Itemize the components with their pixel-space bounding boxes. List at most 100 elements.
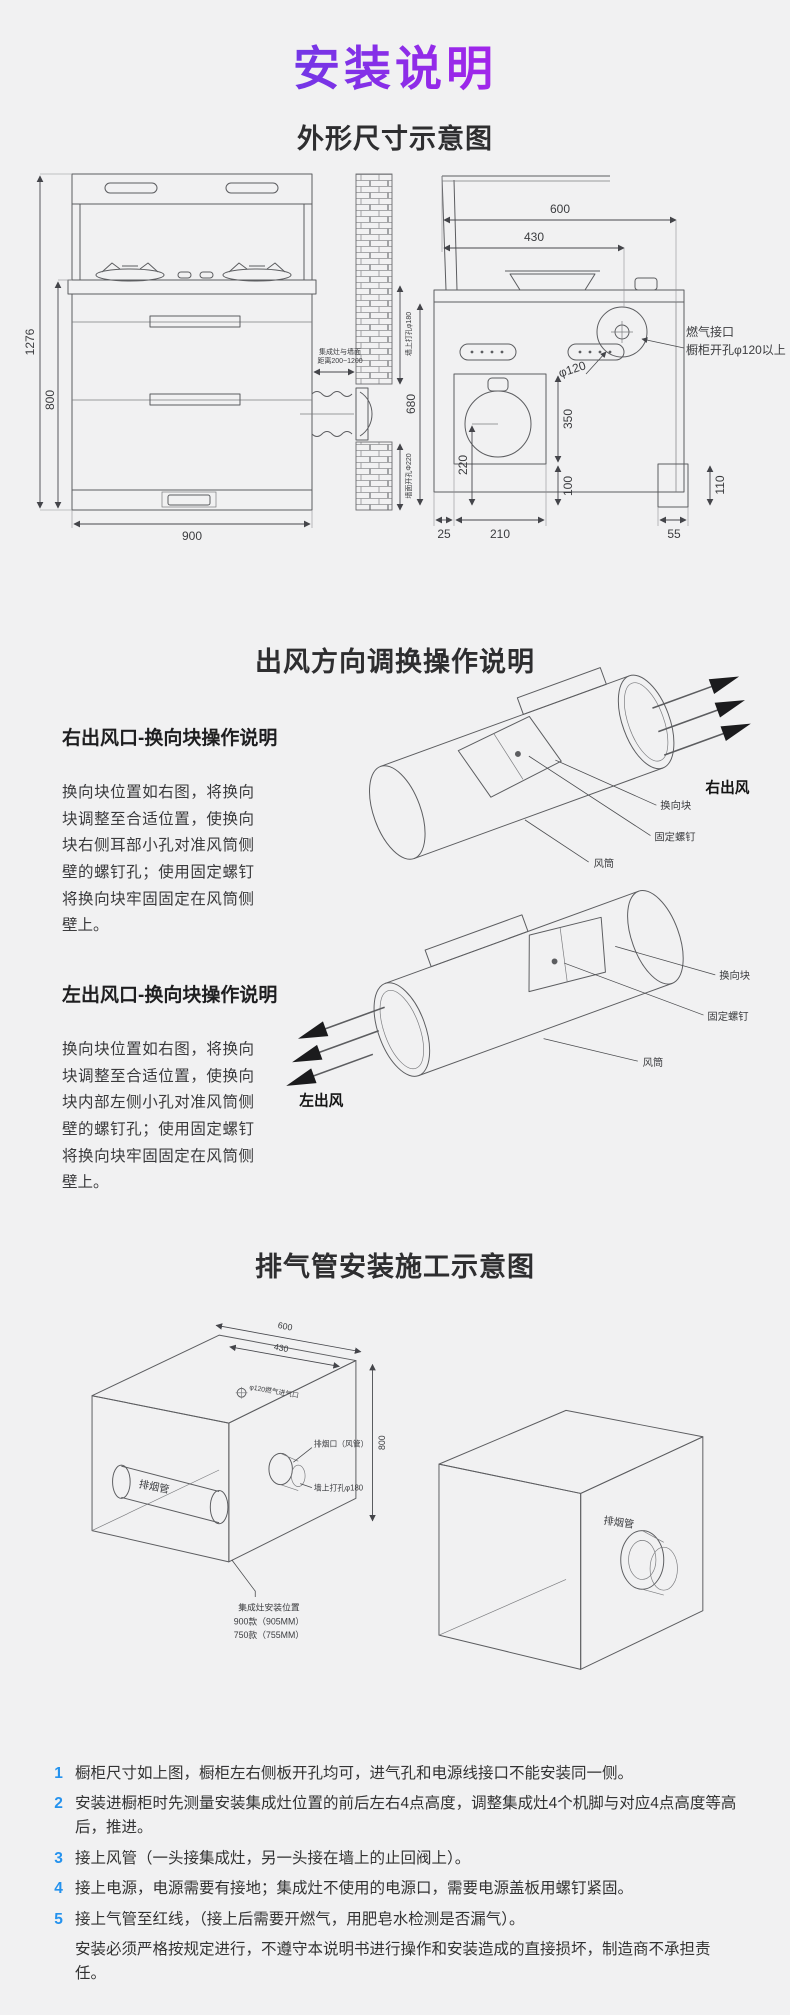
- airflow-arrow-icon: [652, 676, 740, 709]
- instruction-text: 接上风管（一头接集成灶，另一头接在墙上的止回阀上）。: [75, 1849, 471, 1867]
- diverter-block: [528, 916, 606, 993]
- right-outlet-row: 右出风口-换向块操作说明 换向块位置如右图，将换向块调整至合适位置，使换向块右侧…: [0, 667, 790, 940]
- right-outlet-text: 右出风口-换向块操作说明 换向块位置如右图，将换向块调整至合适位置，使换向块右侧…: [62, 723, 278, 940]
- instruction-item: 5 接上气管至红线，（接上后需要开燃气，用肥皂水检测是否漏气）。: [51, 1908, 739, 1932]
- wall-hole-annotations: 墙上打孔φ180 墙面开孔Φ220: [396, 285, 413, 511]
- right-cabinet: 排烟管: [438, 1409, 704, 1670]
- instruction-text: 橱柜尺寸如上图，橱柜左右侧板开孔均可，进气孔和电源线接口不能安装同一侧。: [75, 1764, 634, 1782]
- section-heading-duct: 排气管安装施工示意图: [255, 1251, 535, 1282]
- duct-fig-top-dims: 600 430 φ120燃气进气口: [215, 1320, 362, 1400]
- right-outlet-direction-label: 右出风: [705, 778, 749, 796]
- airflow-arrows-right: [652, 676, 751, 756]
- gas-port: [596, 306, 648, 358]
- left-outlet-text: 左出风口-换向块操作说明 换向块位置如右图，将换向块调整至合适位置，使换向块内部…: [62, 980, 278, 1197]
- duct-check-valve: [300, 387, 373, 441]
- exhaust-pipe-left: [112, 1464, 229, 1525]
- side-view-dims: 600 430 φ120 燃气接口 橱柜开孔φ120以上 680 350 100…: [404, 176, 786, 541]
- instruction-item: 3 接上风管（一头接集成灶，另一头接在墙上的止回阀上）。: [51, 1847, 739, 1871]
- instruction-number: 1: [54, 1764, 63, 1782]
- instruction-item: 1 橱柜尺寸如上图，橱柜左右侧板开孔均可，进气孔和电源线接口不能安装同一侧。: [51, 1762, 739, 1786]
- dim-800-label: 800: [43, 390, 57, 410]
- section-heading-dimensions: 外形尺寸示意图: [297, 124, 493, 154]
- instruction-number: 2: [54, 1795, 63, 1813]
- airflow-arrow-icon: [286, 1053, 374, 1086]
- wall-hole-lower-label: 墙面开孔Φ220: [404, 453, 413, 498]
- burner-right: [222, 262, 292, 282]
- dim-total-height: 1276: [23, 173, 72, 511]
- instruction-item: 2 安装进橱柜时先测量安装集成灶位置的前后左右4点高度，调整集成灶4个机脚与对应…: [51, 1792, 739, 1839]
- fixing-screw-label: 固定螺钉: [707, 1010, 748, 1023]
- section-heading-airflow: 出风方向调换操作说明: [255, 647, 535, 677]
- instruction-number: 4: [54, 1880, 63, 1898]
- wall-gap-label-2: 距离200~1200: [317, 356, 362, 365]
- wall-hole-label: 墙上打孔φ180: [314, 1482, 364, 1492]
- rear-foot: [657, 463, 689, 508]
- side-view: [433, 175, 689, 508]
- dim-900-label: 900: [182, 529, 202, 543]
- instruction-text: 安装进橱柜时先测量安装集成灶位置的前后左右4点高度，调整集成灶4个机脚与对应4点…: [75, 1795, 737, 1836]
- dim-width: 900: [71, 510, 313, 543]
- instruction-text: 接上电源，电源需要有接地；集成灶不使用的电源口，需要电源盖板用螺钉紧固。: [75, 1880, 634, 1898]
- front-view: [67, 173, 317, 511]
- figure-outline-dimensions: 1276 800 900 集成灶与墙面 距: [23, 173, 786, 543]
- left-cabinet: 排烟管: [91, 1334, 357, 1563]
- left-outlet-subheading: 左出风口-换向块操作说明: [62, 984, 278, 1006]
- duct-fig-side-annotations: 排烟口（风管） 墙上打孔φ180 800: [293, 1363, 387, 1522]
- exhaust-pipe-right: [620, 1529, 678, 1596]
- left-outlet-direction-label: 左出风: [298, 1091, 343, 1109]
- outlet-hole: [268, 1452, 293, 1486]
- fixing-screw-label: 固定螺钉: [654, 830, 695, 843]
- vent-slots: [459, 343, 625, 361]
- dim-680-label: 680: [404, 394, 418, 414]
- instruction-number: 5: [54, 1910, 63, 1928]
- instruction-note: 安装必须严格按规定进行，不遵守本说明书进行操作和安装造成的直接损坏，制造商不承担…: [75, 1941, 711, 1982]
- pipe-left-label: 排烟管: [138, 1477, 171, 1496]
- gas-port-label-2: 橱柜开孔φ120以上: [686, 343, 786, 357]
- airflow-arrow-icon: [297, 1006, 385, 1039]
- dim-110-label: 110: [713, 475, 727, 494]
- instruction-item: 4 接上电源，电源需要有接地；集成灶不使用的电源口，需要电源盖板用螺钉紧固。: [51, 1877, 739, 1901]
- page-title: 安装说明: [0, 0, 790, 99]
- fan-housing: [453, 373, 547, 465]
- outlet-label: 排烟口（风管）: [314, 1438, 369, 1448]
- airflow-arrow-icon: [663, 723, 751, 756]
- dim-350-label: 350: [561, 409, 575, 429]
- dim-210-label: 210: [490, 527, 510, 541]
- dim-55-label: 55: [667, 527, 681, 541]
- left-outlet-row: 左出风口-换向块操作说明 换向块位置如右图，将换向块调整至合适位置，使换向块内部…: [0, 889, 790, 1197]
- dim-wall-gap: 集成灶与墙面 距离200~1200: [313, 347, 363, 376]
- dim-430-label: 430: [524, 230, 544, 244]
- position-line-3: 750款（755MM）: [234, 1629, 304, 1640]
- pipe-right-label: 排烟管: [603, 1514, 635, 1531]
- airflow-arrows-left: [286, 1006, 385, 1086]
- gas-port-label-1: 燃气接口: [686, 324, 734, 339]
- wall-hole-upper-label: 墙上打孔φ180: [404, 312, 413, 356]
- diverter-block-label: 换向块: [660, 799, 691, 812]
- dim-25-label: 25: [437, 527, 451, 541]
- right-outlet-body: 换向块位置如右图，将换向块调整至合适位置，使换向块右侧耳部小孔对准风筒侧壁的螺钉…: [62, 784, 254, 935]
- instruction-text: 接上气管至红线，（接上后需要开燃气，用肥皂水检测是否漏气）。: [75, 1910, 525, 1928]
- instruction-list: 1 橱柜尺寸如上图，橱柜左右侧板开孔均可，进气孔和电源线接口不能安装同一侧。 2…: [51, 1762, 739, 1985]
- diverter-block-label: 换向块: [719, 969, 750, 982]
- dim-100-label: 100: [561, 476, 575, 496]
- wall-gap-label-1: 集成灶与墙面: [319, 347, 361, 356]
- figure-duct-installation: 排烟管 600 430 φ120燃气进气口 排烟口（风管） 墙上打孔φ180 8…: [91, 1320, 704, 1670]
- left-outlet-body: 换向块位置如右图，将换向块调整至合适位置，使换向块内部左侧小孔对准风筒侧壁的螺钉…: [62, 1040, 254, 1192]
- duct-dim-430: 430: [273, 1341, 289, 1354]
- airflow-arrow-icon: [292, 1029, 380, 1063]
- burner-left: [95, 262, 165, 282]
- position-line-2: 900款（905MM）: [234, 1615, 304, 1626]
- airflow-arrow-icon: [658, 700, 745, 733]
- right-outlet-subheading: 右出风口-换向块操作说明: [62, 728, 278, 749]
- dim-220-label: 220: [456, 455, 470, 475]
- dim-body-height: 800: [43, 279, 72, 509]
- brick-wall: [355, 173, 393, 511]
- gas-inlet-label: φ120燃气进气口: [249, 1382, 300, 1400]
- duct-label: 风筒: [643, 1056, 664, 1069]
- position-line-1: 集成灶安装位置: [238, 1602, 300, 1613]
- dim-phi120-label: φ120: [557, 358, 588, 380]
- duct-dim-600: 600: [277, 1320, 293, 1333]
- instruction-number: 3: [54, 1849, 63, 1867]
- diverter-block: [457, 715, 562, 798]
